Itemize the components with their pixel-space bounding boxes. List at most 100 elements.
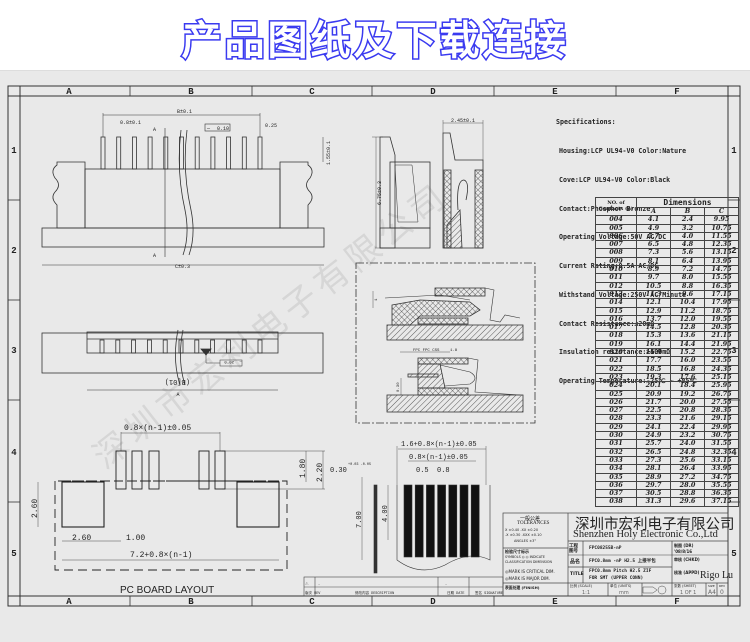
date-label: 日期 DATE (447, 590, 465, 596)
fpc-pitch-label: 0.8 (437, 467, 450, 475)
height-label: 1.55±0.1 (326, 141, 332, 165)
row-label: 2 (11, 246, 16, 256)
column-label: A (66, 597, 72, 607)
fpc-length-label: 7.00 (356, 511, 364, 528)
dim-b-cell: 21.6 (670, 414, 705, 424)
column-label: E (552, 87, 558, 97)
dim-c-cell: 23.55 (704, 356, 739, 366)
dim-b-cell: 10.4 (670, 298, 705, 308)
pcb-pad (198, 450, 210, 490)
dim-a-cell: 25.7 (636, 439, 671, 449)
mount-width-label: 2.60 (72, 534, 91, 543)
dim-b-cell: 24.0 (670, 439, 705, 449)
contact-pin (99, 339, 105, 354)
flatness-symbol: — (206, 126, 211, 132)
part-no-label: 工程图号 (569, 544, 578, 554)
column-label: B (188, 597, 194, 607)
revision-dash: - (445, 583, 447, 587)
row-label: 4 (11, 448, 17, 458)
drawn-date: '08/8/16 (674, 549, 693, 554)
tolerance-line: .X ±0.30 .XXX ±0.10 (505, 533, 542, 537)
dim-a-label: A (176, 392, 179, 398)
column-label: D (430, 87, 436, 97)
pad-span-label: 2.20 (316, 463, 325, 482)
dim-a-cell: 4.1 (636, 215, 671, 225)
contacts-cell: 004 (595, 215, 637, 225)
contacts-cell: 011 (595, 273, 637, 283)
thickness-label: 0.30 (397, 382, 401, 392)
title-line: FPC0.8mm Pitch H2.5 ZIF (589, 569, 652, 574)
rev-value: 0 (720, 589, 724, 596)
dim-b-cell: 16.0 (670, 356, 705, 366)
dim-c-cell: 15.55 (704, 273, 739, 283)
contact-pin (147, 136, 153, 170)
fpc-label: FPC FPC CSS (413, 349, 440, 353)
column-label: C (309, 597, 315, 607)
dim-a-cell: 9.7 (636, 273, 671, 283)
contacts-cell: 018 (595, 331, 637, 341)
column-label: F (674, 597, 679, 607)
classification-label: CLASSIFICATION DIMENSION (505, 560, 552, 564)
dim-a-cell: 28.1 (636, 464, 671, 474)
fpc-total-label: 1.6+0.8×(n-1)±0.05 (401, 441, 477, 449)
pcb-pitch-label: 0.8×(n-1)±0.05 (124, 424, 191, 433)
fpc-conductor (470, 484, 480, 558)
company-name-en: Shenzhen Holy Electronic Co.,Ltd (573, 529, 718, 540)
fpc-thickness-label: 0.30 (330, 467, 347, 475)
flatness-value: 0.10 (217, 126, 229, 132)
fpc-conductor (414, 484, 424, 558)
side-depth-label: 2.45±0.1 (451, 118, 475, 124)
inspect-label: 检验尺寸标示 (505, 549, 529, 554)
fpc-conductor (448, 484, 458, 558)
contact-pin (116, 136, 122, 170)
fpc-thickness-tolerance: +0.03 -0.05 (348, 463, 371, 467)
banner-title: 产品图纸及下载连接 (180, 17, 569, 66)
contacts-cell: 034 (595, 464, 637, 474)
pcb-layout-title: PC BOARD LAYOUT (120, 585, 214, 596)
dim-a-cell: 20.1 (636, 381, 671, 391)
major-dim-label: ◎MARK IS MAJOR DIM. (505, 576, 550, 581)
dim-c-cell: 31.55 (704, 439, 739, 449)
critical-dim-label: ◎MARK IS CRITICAL DIM. (505, 569, 555, 574)
contact-pin (131, 136, 137, 170)
contacts-cell: 024 (595, 381, 637, 391)
dim-c-cell: 29.15 (704, 414, 739, 424)
contact-pin (257, 339, 263, 354)
dim-a-cell: 17.7 (636, 356, 671, 366)
sheet-value: 1 OF 1 (680, 590, 697, 596)
dim-a-cell: 12.1 (636, 298, 671, 308)
tolerance-line: X ±0.40 .XX ±0.20 (505, 528, 539, 532)
dim-c-label: C±0.3 (175, 264, 190, 270)
contact-pin (210, 136, 216, 170)
units-label: 单位 (UNITS) (610, 584, 632, 588)
dim-a-cell: 31.3 (636, 497, 671, 507)
product-name: FPC0.8mm -nP H2.5 上接半包 (589, 559, 656, 564)
contacts-cell: 031 (595, 439, 637, 449)
side-view-labels: 6.75±0.3 2.45±0.1 (377, 118, 475, 205)
column-label: E (552, 597, 558, 607)
contact-pin (131, 339, 137, 354)
contact-pin (210, 339, 216, 354)
contacts-cell: 014 (595, 298, 637, 308)
dim-c-cell: 37.15 (704, 497, 739, 507)
spec-heading: Specifications: (556, 118, 616, 127)
contact-pin (146, 339, 152, 354)
contacts-cell: 038 (595, 497, 637, 507)
checked-label: 审核 (CHKD) (674, 557, 700, 562)
title-line: FOR SMT (UPPER CONN) (589, 576, 644, 581)
pcb-pad (214, 450, 226, 490)
banner: 产品图纸及下载连接 (0, 0, 750, 71)
contact-pin (163, 136, 169, 170)
dim-b-cell: 26.4 (670, 464, 705, 474)
bottom-view (41, 329, 324, 391)
contact-pin (162, 339, 168, 354)
approved-by: Rigo Lu (700, 570, 734, 581)
fpc-stiffener-label: 4.00 (382, 505, 390, 522)
pad-length-label: 1.80 (299, 459, 308, 478)
